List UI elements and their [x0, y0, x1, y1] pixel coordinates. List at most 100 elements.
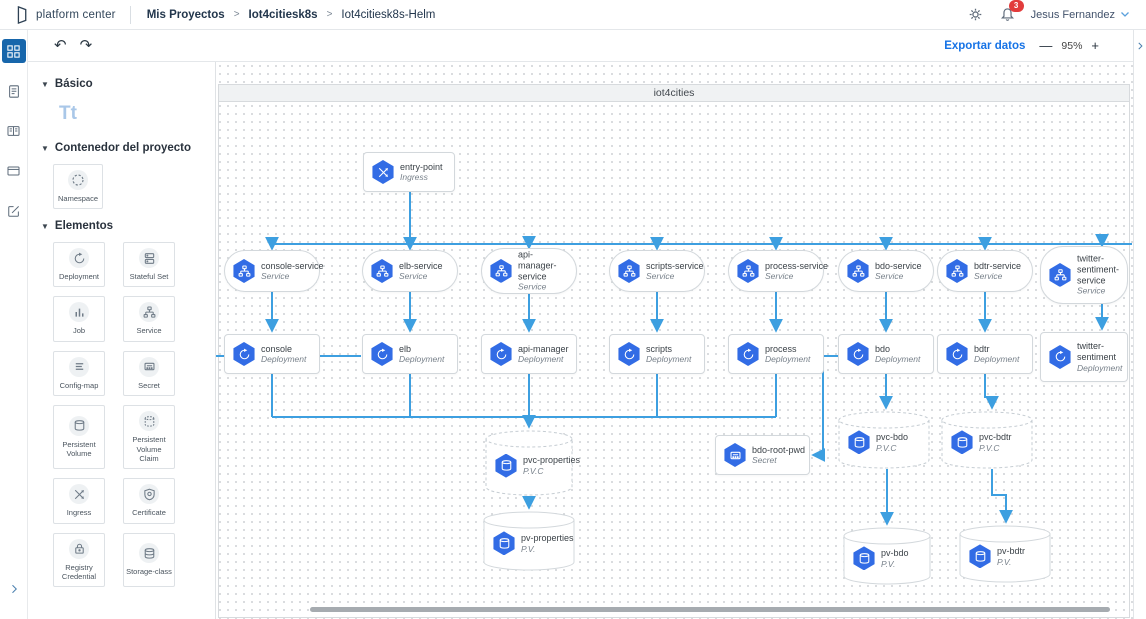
node-name: console-service: [261, 260, 324, 271]
horizontal-scrollbar[interactable]: [310, 607, 1110, 612]
registry-credential-icon: [69, 538, 89, 559]
namespace-title[interactable]: iot4cities: [219, 85, 1129, 102]
collapse-triangle-icon: ▼: [41, 143, 49, 153]
text-tool-icon[interactable]: Tt: [59, 103, 77, 124]
header-divider: [129, 5, 131, 24]
node-type: Deployment: [765, 354, 811, 365]
node-type: Ingress: [400, 172, 428, 183]
node-type: Service: [261, 271, 290, 282]
deployment-icon: [946, 342, 968, 366]
export-data-button[interactable]: Exportar datos: [944, 39, 1026, 52]
service-icon: [737, 259, 759, 283]
node-type: Deployment: [974, 354, 1020, 365]
node-name: pv-properties: [521, 532, 574, 543]
node-type: P.V.C: [876, 442, 897, 453]
palette-item-certificate[interactable]: Certificate: [123, 478, 175, 524]
expand-sidebar-chevron-icon[interactable]: [8, 582, 20, 601]
palette-item-label: Ingress: [66, 508, 92, 518]
undo-button[interactable]: ↶: [54, 37, 67, 54]
palette-section-title[interactable]: ▼Básico: [28, 78, 216, 90]
node-name: bdtr: [974, 343, 990, 354]
palette-item-secret[interactable]: Secret: [123, 350, 175, 397]
settings-gear-icon[interactable]: [967, 6, 985, 24]
service-icon: [847, 259, 869, 283]
node-name: bdo-root-pwd: [752, 444, 806, 455]
palette-item-persistent-volume[interactable]: Persistent Volume: [53, 405, 105, 470]
zoom-in-button[interactable]: +: [1091, 38, 1099, 53]
palette-item-label: Config-map: [59, 380, 99, 390]
palette-item-deployment[interactable]: Deployment: [53, 242, 105, 288]
node-name: twitter-sentiment-service: [1077, 253, 1120, 286]
redo-button[interactable]: ↷: [79, 37, 93, 54]
rail-item-panel-icon[interactable]: [2, 159, 26, 183]
node-name: elb: [399, 343, 412, 354]
node-name: pv-bdtr: [997, 545, 1026, 556]
palette-item-ingress[interactable]: Ingress: [53, 478, 105, 524]
palette-item-label: Persistent Volume Claim: [132, 435, 166, 463]
node-name: bdo-service: [875, 260, 922, 271]
node-name: pvc-bdtr: [979, 431, 1012, 442]
palette-item-storage-class[interactable]: Storage-class: [123, 532, 175, 588]
notifications-badge: 3: [1008, 0, 1024, 12]
rail-item-grid-icon[interactable]: [1, 39, 26, 63]
palette-item-stateful-set[interactable]: Stateful Set: [123, 242, 175, 288]
palette-section-title[interactable]: ▼Elementos: [28, 220, 216, 232]
deployment-icon: [1049, 345, 1071, 369]
service-icon: [233, 259, 255, 283]
breadcrumb-item[interactable]: Iot4citiesk8s: [248, 8, 318, 21]
palette-item-persistent-volume-claim[interactable]: Persistent Volume Claim: [123, 405, 175, 470]
service-icon: [946, 259, 968, 283]
palette-item-namespace[interactable]: Namespace: [53, 164, 103, 210]
palette-item-registry-credential[interactable]: Registry Credential: [53, 532, 105, 588]
expand-panel-chevron-icon[interactable]: [1134, 40, 1146, 52]
notifications-bell-icon[interactable]: 3: [999, 0, 1024, 24]
zoom-out-button[interactable]: —: [1039, 38, 1053, 53]
palette-item-service[interactable]: Service: [123, 296, 175, 342]
secret-icon: [139, 356, 159, 377]
palette-item-config-map[interactable]: Config-map: [53, 350, 105, 397]
section-label: Contenedor del proyecto: [54, 142, 192, 154]
rail-item-edit-icon[interactable]: [2, 199, 26, 223]
collapse-triangle-icon: ▼: [41, 79, 49, 89]
palette-item-job[interactable]: Job: [53, 296, 105, 342]
pvc-icon: [139, 411, 159, 432]
breadcrumb-item[interactable]: Iot4citiesk8s-Helm: [341, 8, 436, 21]
rail-item-news-icon[interactable]: [2, 119, 26, 143]
node-name: pvc-properties: [523, 455, 581, 466]
palette-section-title[interactable]: ▼ Contenedor del proyecto: [28, 142, 216, 154]
breadcrumb-item[interactable]: Mis Proyectos: [146, 8, 225, 21]
node-name: process: [765, 343, 797, 354]
node-name: pv-bdo: [881, 547, 909, 558]
palette-item-label: Secret: [138, 380, 160, 390]
node-type: Service: [974, 271, 1003, 282]
user-menu[interactable]: Jesus Fernandez: [1031, 9, 1130, 21]
node-name: scripts-service: [646, 260, 704, 271]
rail-item-file-list-icon[interactable]: [2, 79, 26, 103]
